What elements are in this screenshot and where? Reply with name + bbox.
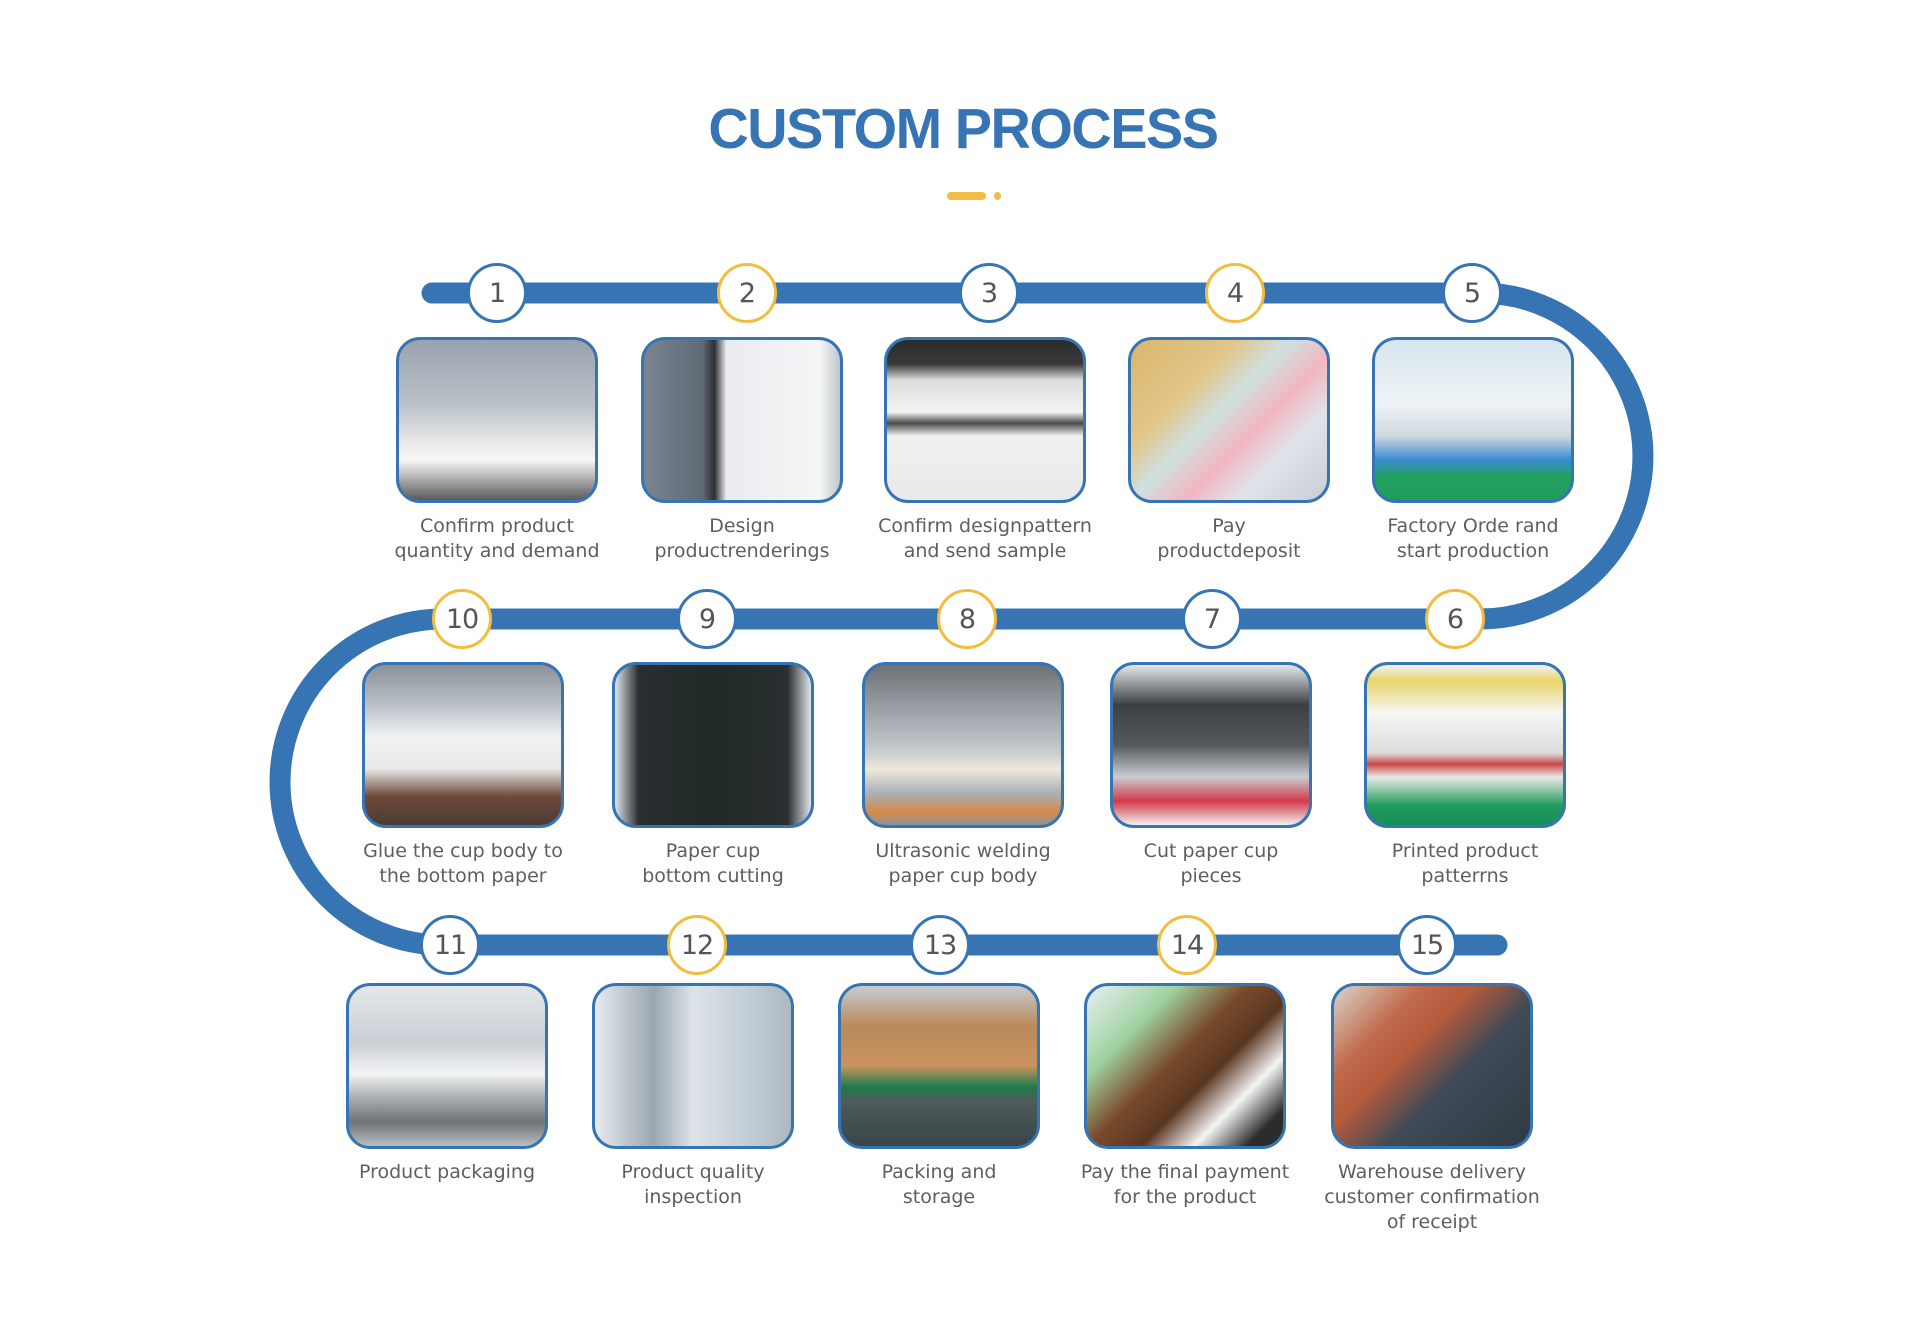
step-label-line: the bottom paper: [379, 865, 547, 887]
step-label-line: for the product: [1113, 1186, 1257, 1208]
step-label-line: Pay the final payment: [1080, 1161, 1290, 1183]
step-label-line: Packing and: [881, 1161, 997, 1183]
step-label-line: Printed product: [1391, 840, 1539, 862]
step-label: Paper cup bottom cutting: [583, 839, 843, 889]
step-label-line: Cut paper cup: [1143, 840, 1279, 862]
die-cutting-photo: [1110, 662, 1312, 828]
step-label: Confirm product quantity and demand: [367, 514, 627, 564]
step-number: 12: [680, 929, 714, 961]
page-title: CUSTOM PROCESS: [708, 97, 1219, 161]
step-label-line: Pay: [1212, 515, 1246, 537]
step-label-line: Paper cup: [665, 840, 761, 862]
step-label: Warehouse delivery customer confirmation o…: [1302, 1160, 1562, 1235]
step-label-line: customer confirmation: [1324, 1186, 1540, 1208]
step-label-line: storage: [902, 1186, 976, 1208]
step-number-badge: 8: [937, 589, 997, 649]
step-label-line: inspection: [644, 1186, 742, 1208]
step-label: Glue the cup body to the bottom paper: [333, 839, 593, 889]
packaging-machine-photo: [346, 983, 548, 1149]
step-number: 14: [1170, 929, 1204, 961]
step-number-badge: 15: [1397, 915, 1457, 975]
designer-monitor-photo: [641, 337, 843, 503]
step-number: 7: [1203, 603, 1221, 635]
quality-inspector-photo: [592, 983, 794, 1149]
step-label-line: productdeposit: [1157, 540, 1301, 562]
step-number: 3: [980, 277, 998, 309]
step-number-badge: 9: [677, 589, 737, 649]
inspection-monitor-photo: [612, 662, 814, 828]
payment-calculator-photo: [1084, 983, 1286, 1149]
step-number: 9: [698, 603, 716, 635]
step-label-line: Product quality: [621, 1161, 765, 1183]
warehouse-boxes-photo: [838, 983, 1040, 1149]
step-label-line: paper cup body: [888, 865, 1038, 887]
step-number-badge: 5: [1442, 263, 1502, 323]
step-number: 6: [1446, 603, 1464, 635]
step-label-line: quantity and demand: [394, 540, 600, 562]
cup-forming-machine-photo: [362, 662, 564, 828]
step-label-line: Confirm product: [419, 515, 574, 537]
step-number-badge: 7: [1182, 589, 1242, 649]
step-number: 10: [445, 603, 479, 635]
step-label-line: bottom cutting: [642, 865, 784, 887]
step-number: 13: [923, 929, 957, 961]
step-label-line: Design: [709, 515, 775, 537]
step-number: 2: [738, 277, 756, 309]
step-label: Packing and storage: [809, 1160, 1069, 1210]
step-label-line: Warehouse delivery: [1338, 1161, 1526, 1183]
step-label-line: Glue the cup body to: [363, 840, 563, 862]
title-underline-dot: [994, 192, 1001, 200]
title-underline-bar: [947, 192, 986, 200]
step-number: 5: [1463, 277, 1481, 309]
ultrasonic-welding-photo: [862, 662, 1064, 828]
step-number-badge: 2: [717, 263, 777, 323]
printer-sample-photo: [884, 337, 1086, 503]
step-number-badge: 3: [959, 263, 1019, 323]
step-label: Pay productdeposit: [1099, 514, 1359, 564]
step-number: 11: [433, 929, 467, 961]
step-label: Printed product patterrns: [1335, 839, 1595, 889]
step-label-line: pieces: [1180, 865, 1242, 887]
step-label-line: of receipt: [1386, 1211, 1478, 1233]
step-number-badge: 1: [467, 263, 527, 323]
step-number-badge: 4: [1205, 263, 1265, 323]
step-number-badge: 14: [1157, 915, 1217, 975]
factory-floor-photo: [1372, 337, 1574, 503]
step-label: Product packaging: [317, 1160, 577, 1185]
step-number: 1: [488, 277, 506, 309]
step-number: 4: [1226, 277, 1244, 309]
step-label-line: productrenderings: [654, 540, 830, 562]
step-label: Design productrenderings: [612, 514, 872, 564]
step-label: Product quality inspection: [563, 1160, 823, 1210]
step-label: Cut paper cup pieces: [1081, 839, 1341, 889]
step-number-badge: 11: [420, 915, 480, 975]
step-number: 8: [958, 603, 976, 635]
step-label-line: Factory Orde rand: [1387, 515, 1559, 537]
step-label-line: patterrns: [1421, 865, 1509, 887]
step-label: Pay the final payment for the product: [1055, 1160, 1315, 1210]
step-label: Ultrasonic welding paper cup body: [833, 839, 1093, 889]
printing-press-photo: [1364, 662, 1566, 828]
step-number: 15: [1410, 929, 1444, 961]
step-number-badge: 13: [910, 915, 970, 975]
money-coins-photo: [1128, 337, 1330, 503]
office-team-photo: [396, 337, 598, 503]
step-label-line: and send sample: [903, 540, 1067, 562]
step-number-badge: 10: [432, 589, 492, 649]
step-label: Confirm designpattern and send sample: [855, 514, 1115, 564]
step-number-badge: 6: [1425, 589, 1485, 649]
step-label-line: Ultrasonic welding: [875, 840, 1051, 862]
step-number-badge: 12: [667, 915, 727, 975]
step-label-line: Confirm designpattern: [878, 515, 1092, 537]
step-label: Factory Orde rand start production: [1343, 514, 1603, 564]
step-label-line: start production: [1396, 540, 1550, 562]
step-label-line: Product packaging: [358, 1161, 536, 1183]
truck-delivery-photo: [1331, 983, 1533, 1149]
